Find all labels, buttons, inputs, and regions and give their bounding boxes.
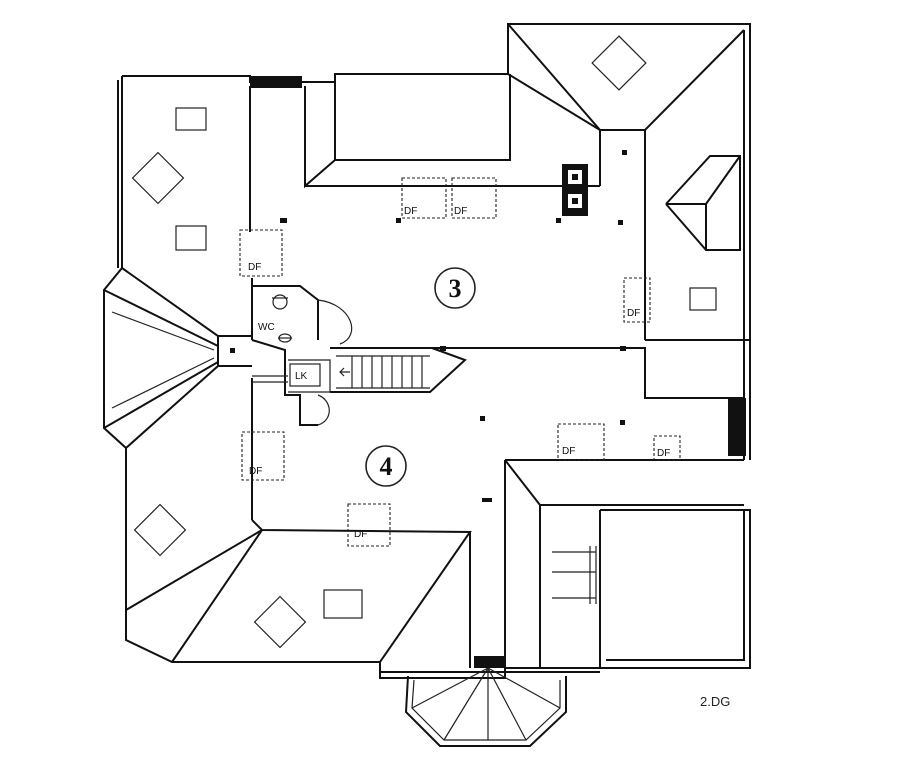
- outer-walls: [103, 23, 751, 679]
- south-bay: [404, 667, 567, 747]
- df-label: DF: [454, 206, 467, 217]
- df-label: DF: [657, 448, 670, 459]
- df-label: DF: [354, 529, 367, 540]
- wc-label: WC: [258, 322, 275, 333]
- right-dormer: [665, 155, 741, 251]
- exterior-steps: [552, 546, 597, 604]
- room-4-marker: 4: [365, 445, 407, 487]
- df-label: DF: [627, 308, 640, 319]
- floor-label: 2.DG: [700, 694, 730, 709]
- df-label: DF: [249, 466, 262, 477]
- df-labels: DF DF DF DF DF DF DF DF: [248, 206, 670, 540]
- interior-walls: [103, 23, 750, 668]
- room-4-number: 4: [380, 452, 393, 481]
- posts: [230, 150, 627, 502]
- df-openings: [239, 177, 681, 547]
- df-label: DF: [248, 262, 261, 273]
- chimney-blocks: [250, 76, 746, 668]
- room-3-marker: 3: [434, 267, 476, 309]
- staircase: [336, 355, 430, 389]
- room-3-number: 3: [449, 274, 462, 303]
- roof-windows: [131, 35, 717, 649]
- lk-label: LK: [295, 371, 308, 382]
- wc-fixtures: [272, 294, 292, 343]
- df-label: DF: [562, 446, 575, 457]
- df-label: DF: [404, 206, 417, 217]
- lk-box: LK: [289, 363, 321, 387]
